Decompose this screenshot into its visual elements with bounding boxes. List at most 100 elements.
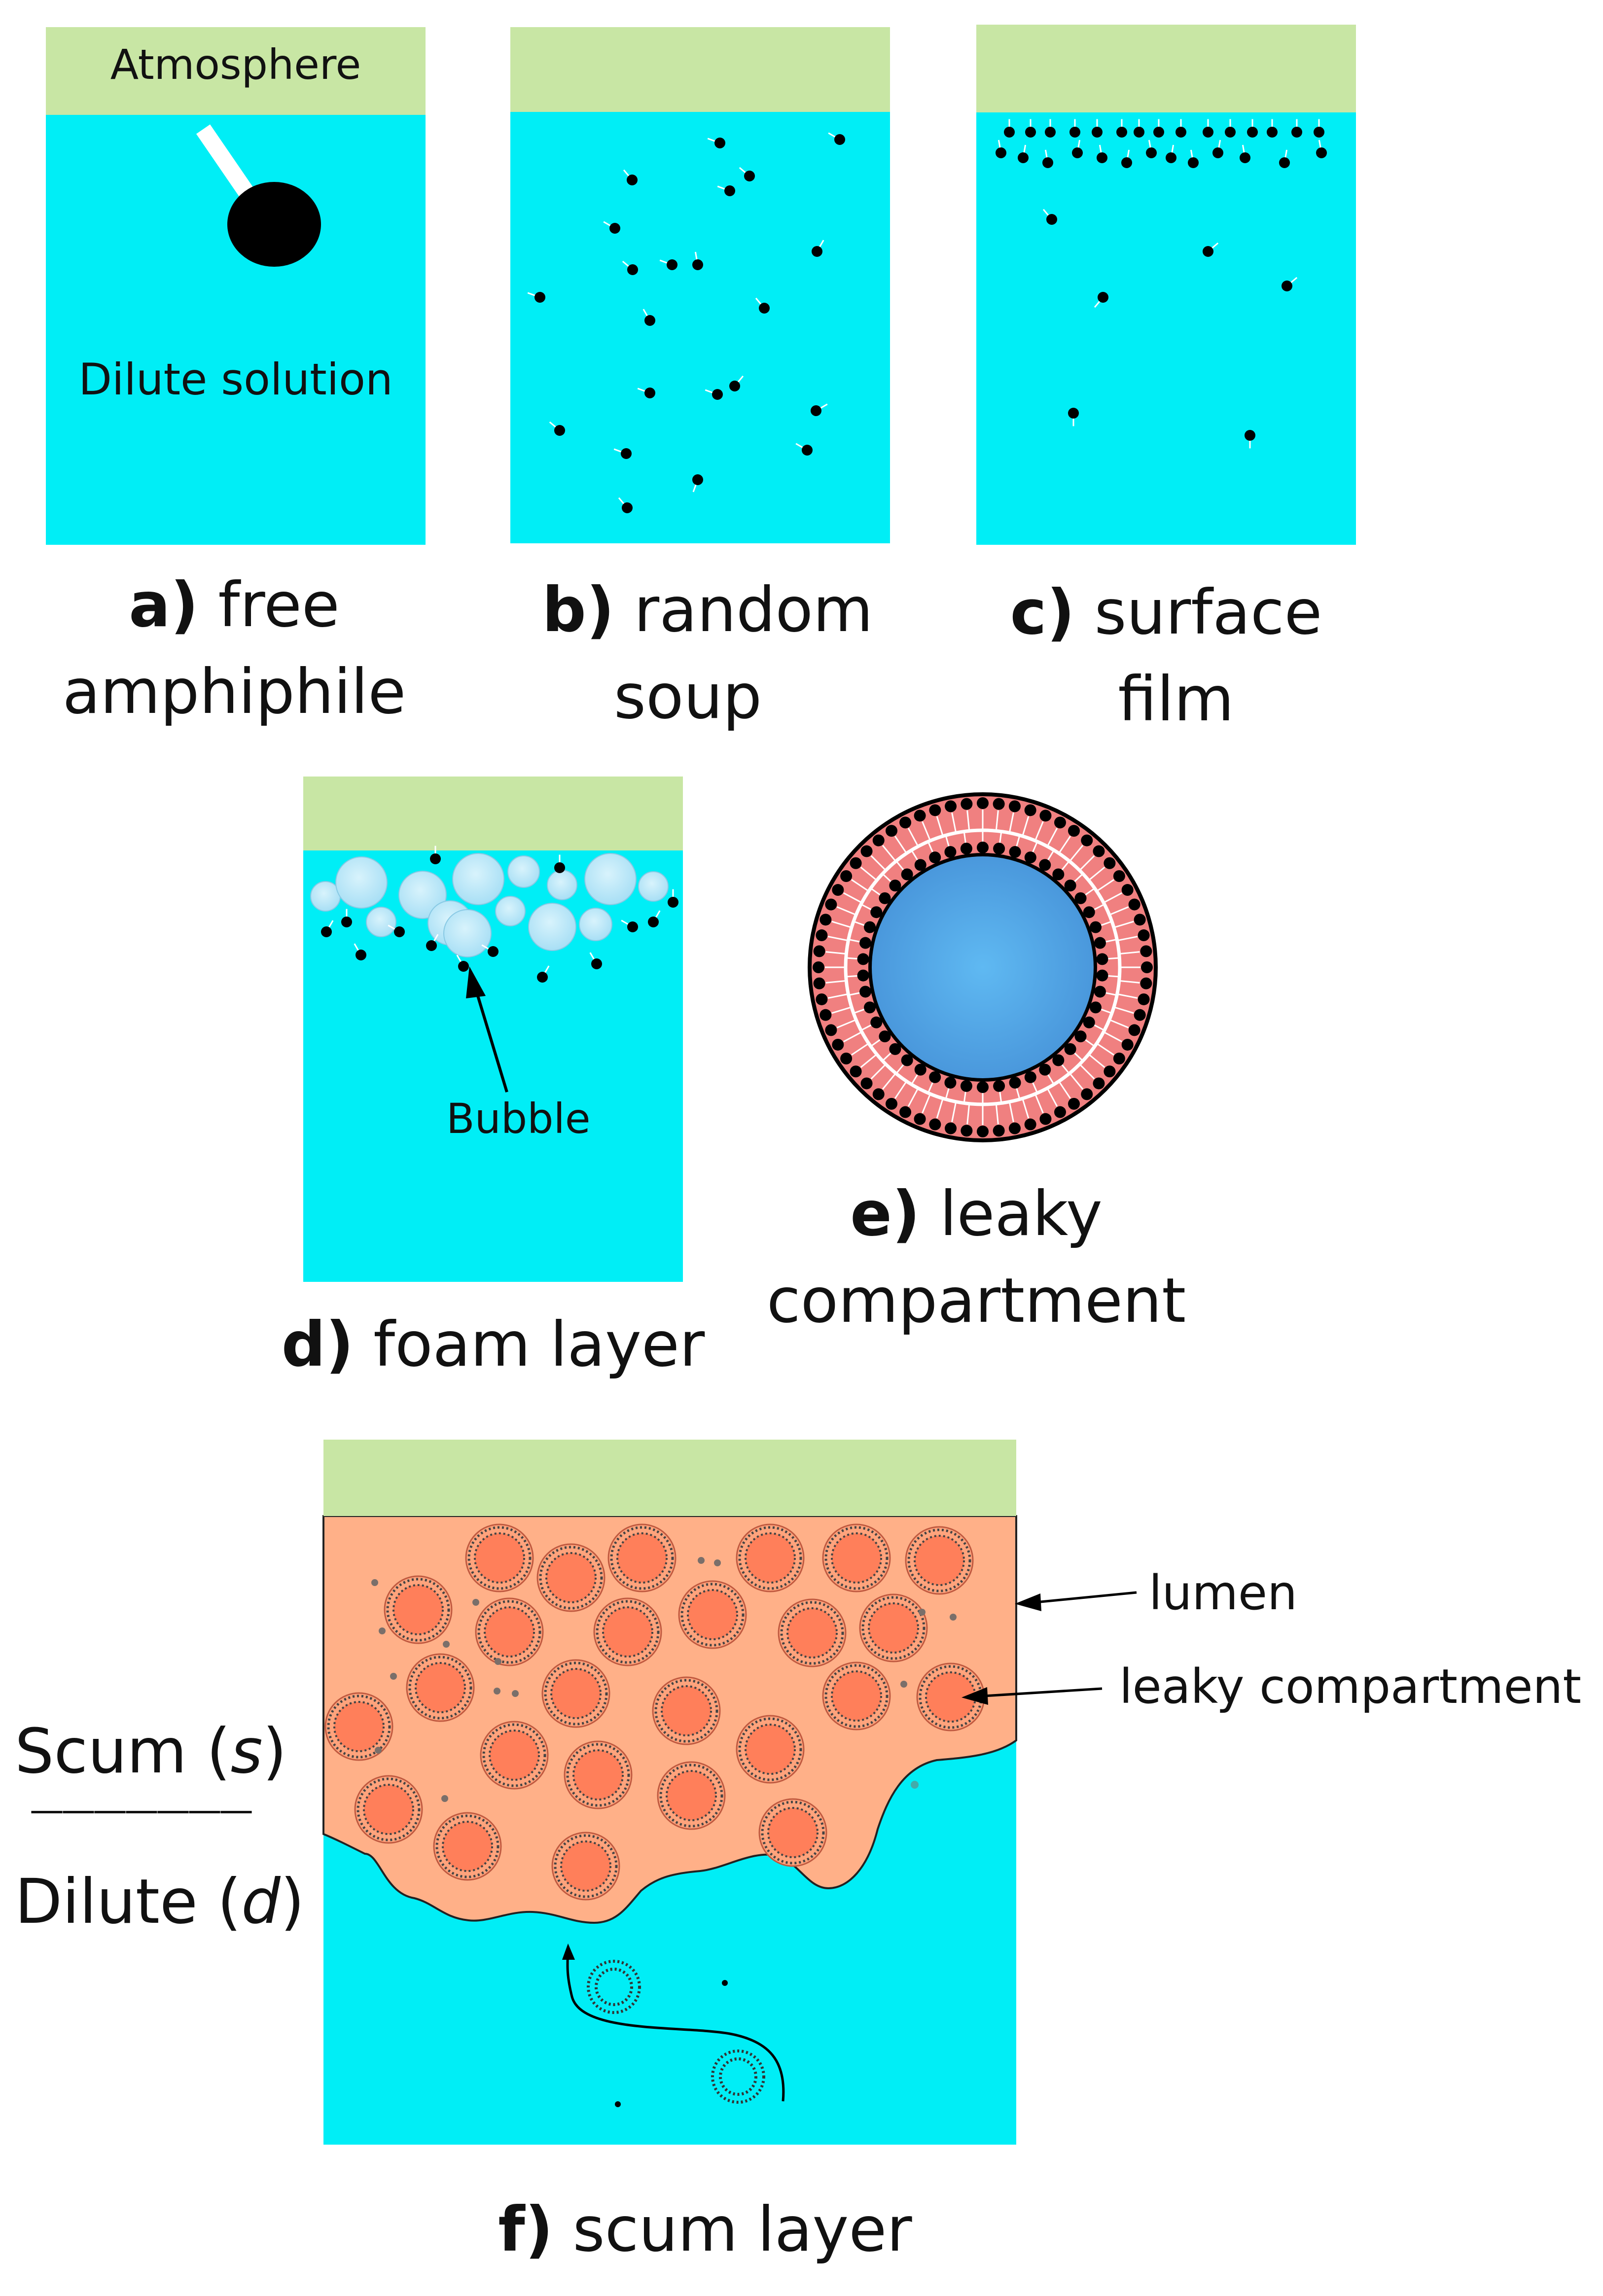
amphiphile xyxy=(828,132,845,145)
lipid-head-inner xyxy=(1096,953,1108,965)
lipid-head-outer xyxy=(860,1077,873,1090)
lipid-head-outer xyxy=(825,898,837,911)
amphiphile xyxy=(996,140,1006,158)
lipid-head-inner xyxy=(1009,1076,1021,1089)
panel-c-beaker xyxy=(976,25,1356,545)
leaky-compartment xyxy=(324,1692,393,1761)
compartment-arrow-shaft xyxy=(983,1687,1103,1697)
lipid-head-inner xyxy=(1024,1071,1036,1083)
amphiphile xyxy=(1212,140,1223,158)
lipid-head-inner xyxy=(977,1081,989,1093)
lipid-head-inner xyxy=(1052,1054,1065,1066)
bubble-label: Bubble xyxy=(446,1095,591,1143)
lumen-label: lumen xyxy=(1149,1565,1297,1621)
foam-bubble xyxy=(547,870,577,900)
lipid-head-outer xyxy=(993,1125,1005,1137)
amphiphile xyxy=(1203,242,1219,257)
lipid-head-outer xyxy=(945,800,957,812)
leaky-compartment xyxy=(822,1523,891,1592)
scum-free-amphiphiles xyxy=(371,1557,957,1802)
leaky-compartment xyxy=(778,1598,847,1667)
amphiphile xyxy=(1042,209,1057,225)
amphiphile xyxy=(1153,119,1164,138)
leaky-compartment xyxy=(916,1662,985,1731)
lipid-head-inner xyxy=(944,1076,957,1089)
lipid-head-outer xyxy=(816,929,828,942)
lipid-head-inner xyxy=(1009,846,1021,858)
amphiphile xyxy=(1203,119,1213,138)
panel-c-title-2: film xyxy=(1118,664,1234,735)
lipid-head-inner xyxy=(870,1016,883,1028)
leaky-compartment xyxy=(475,1597,544,1666)
lipid-head-outer xyxy=(1113,870,1125,882)
amphiphile xyxy=(1267,119,1278,138)
lipid-head-outer xyxy=(885,1097,897,1110)
panel-f-title: scum layer xyxy=(572,2194,912,2265)
panel-d-beaker xyxy=(303,777,683,1282)
panel-b-title-1: random xyxy=(634,574,873,646)
lipid-head-inner xyxy=(889,880,901,892)
amphiphile xyxy=(623,169,638,185)
lipid-head-outer xyxy=(819,914,832,926)
lipid-head-outer xyxy=(1093,845,1105,857)
amphiphile xyxy=(456,954,469,972)
lipid-head-inner xyxy=(859,986,872,998)
lipid-head-inner xyxy=(977,842,989,853)
panel-d-title: foam layer xyxy=(373,1309,705,1380)
lipid-head-outer xyxy=(961,1125,973,1137)
amphiphile xyxy=(717,185,735,196)
scum-dot xyxy=(512,1690,519,1697)
amphiphile xyxy=(613,448,632,459)
panel-e-caption: e) leaky compartment xyxy=(740,1171,1213,1344)
foam-bubble xyxy=(443,909,492,957)
scum-dot xyxy=(919,1609,926,1616)
leaky-compartment xyxy=(905,1526,974,1595)
migration-arrow xyxy=(566,1949,785,2102)
panel-b-letter: b) xyxy=(542,574,615,646)
lipid-head-inner xyxy=(864,1001,876,1014)
leaky-compartment xyxy=(465,1523,534,1592)
lipid-head-outer xyxy=(1140,945,1152,957)
membrane-midline xyxy=(844,828,1122,1106)
amphiphile xyxy=(692,251,703,270)
lipid-head-outer xyxy=(1093,1077,1105,1090)
amphiphile xyxy=(1225,119,1236,138)
leaky-compartment xyxy=(433,1812,502,1881)
panel-f-atmosphere xyxy=(323,1440,1016,1516)
lipid-head-inner xyxy=(857,953,869,965)
lipid-head-inner xyxy=(960,843,972,855)
amphiphile xyxy=(1042,149,1053,168)
lipid-head-inner xyxy=(914,859,926,871)
amphiphile xyxy=(648,910,661,927)
amphiphile xyxy=(1097,144,1107,163)
amphiphile xyxy=(527,292,545,303)
foam-bubble xyxy=(638,871,669,902)
scum-dot xyxy=(371,1579,378,1586)
panel-c-caption: c) surface film xyxy=(962,569,1371,743)
foam-bubbles xyxy=(310,853,669,957)
lipid-head-outer xyxy=(977,1126,989,1137)
foam-bubble xyxy=(579,908,612,941)
lipid-head-outer xyxy=(899,816,912,829)
panel-c-solution xyxy=(976,112,1356,545)
amphiphile xyxy=(618,497,633,513)
leaky-compartment xyxy=(541,1659,610,1728)
amphiphile xyxy=(622,260,638,275)
lipid-head-outer xyxy=(993,798,1005,810)
dilute-side-label: Dilute (d) xyxy=(15,1866,305,1938)
lipid-head-outer xyxy=(1121,884,1134,896)
scum-dot xyxy=(950,1614,957,1621)
leaky-compartment xyxy=(652,1676,721,1745)
panel-c-title-1: surface xyxy=(1094,577,1322,648)
lipid-head-outer xyxy=(977,797,989,809)
amphiphile xyxy=(1069,119,1080,138)
foam-bubble xyxy=(452,853,504,905)
lipid-head-inner xyxy=(944,846,957,858)
bubble-arrow-shaft xyxy=(475,990,508,1093)
amphiphile xyxy=(1025,119,1036,138)
random-soup-amphiphiles xyxy=(527,132,845,513)
panel-d-letter: d) xyxy=(281,1309,354,1380)
lipid-head-outer xyxy=(1140,977,1152,989)
amphiphile xyxy=(321,920,334,937)
